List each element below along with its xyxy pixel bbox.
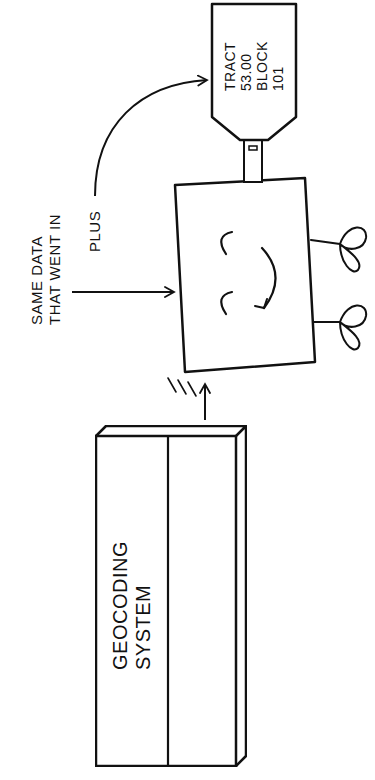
card-eye <box>221 292 232 314</box>
tag-outline <box>212 4 296 140</box>
motion-lines <box>168 378 196 396</box>
smile-tip <box>255 299 267 308</box>
box-divider <box>167 436 169 766</box>
callout-label: SAME DATA THAT WENT IN <box>28 207 64 325</box>
card-smile <box>262 248 276 308</box>
card-eye <box>221 232 232 254</box>
tag-box: TRACT 53.00 BLOCK 101 <box>210 2 298 142</box>
box-front <box>96 436 236 766</box>
card-leg <box>314 321 340 323</box>
card-foot <box>340 305 366 349</box>
card-leg <box>311 240 340 244</box>
callout-label: PLUS <box>86 192 104 252</box>
output-arrow <box>204 384 206 420</box>
node-text: GEOCODING SYSTEM <box>109 530 155 670</box>
tab-hole <box>249 146 257 150</box>
leader-arrow <box>72 291 174 293</box>
box-depth <box>96 426 246 766</box>
node-text: TRACT 53.00 BLOCK 101 <box>222 33 286 91</box>
system-box: GEOCODING SYSTEM <box>95 425 247 767</box>
leader-arrow <box>95 80 207 196</box>
card-body <box>175 178 315 372</box>
card-foot <box>340 227 366 271</box>
tag-tab <box>244 138 262 182</box>
